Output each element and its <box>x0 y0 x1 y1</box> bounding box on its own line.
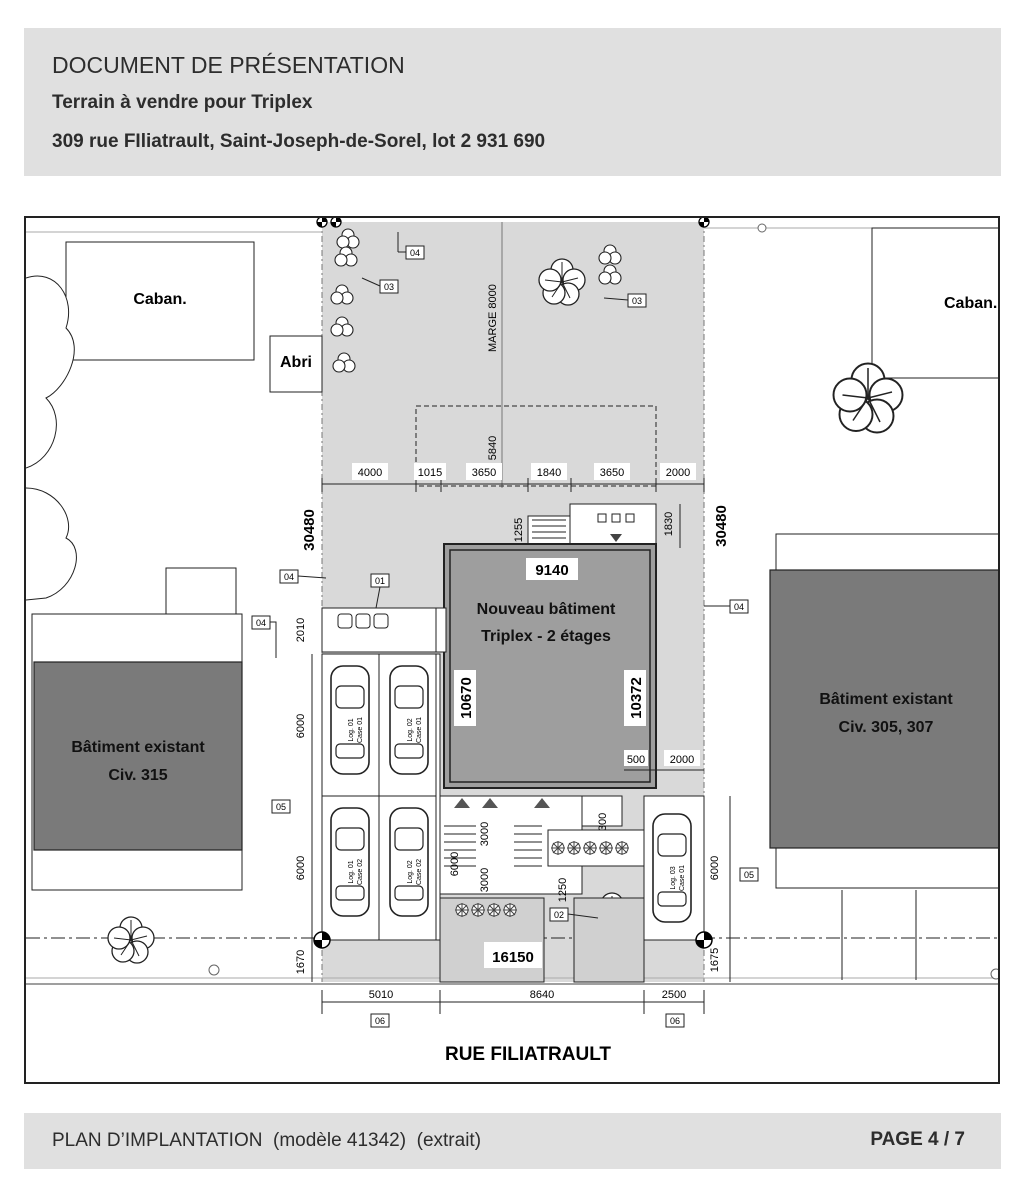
tag-04a: 04 <box>410 248 420 258</box>
dim-30480-left: 30480 <box>301 509 318 551</box>
property-address: 309 rue FIliatrault, Saint-Joseph-de-Sor… <box>52 131 546 152</box>
dim-2000-a: 2000 <box>666 467 690 479</box>
margin-label: MARGE 8000 <box>487 284 499 352</box>
abri-label: Abri <box>280 354 312 371</box>
dim-4000: 4000 <box>358 467 382 479</box>
footer-banner: PLAN D’IMPLANTATION (modèle 41342) (extr… <box>24 1113 1001 1169</box>
tag-04b: 04 <box>284 572 294 582</box>
bottom-dimensions: 5010 8640 2500 <box>321 989 705 1014</box>
car-label: Case 02 <box>357 859 364 885</box>
dim-10372: 10372 <box>628 677 645 719</box>
tag-02: 02 <box>554 910 564 920</box>
tag-05a: 05 <box>276 802 286 812</box>
rear-balcony: 1255 1830 <box>513 503 681 548</box>
reference-tags: 04 03 03 04 01 04 04 05 05 02 06 06 <box>251 245 759 1028</box>
car-label: Log. 02 <box>407 860 414 883</box>
site-plan: Caban. Abri Bâtiment existant Civ. 315 C… <box>24 216 1000 1084</box>
header-banner: DOCUMENT DE PRÉSENTATION Terrain à vendr… <box>24 28 1001 176</box>
document-subtitle: Terrain à vendre pour Triplex <box>52 92 313 113</box>
tag-06a: 06 <box>375 1016 385 1026</box>
car-label: Case 02 <box>416 859 423 885</box>
existing-building-right <box>769 569 998 849</box>
survey-marker-icon <box>698 218 710 228</box>
tag-leaders <box>270 232 730 919</box>
dim-2000-b: 2000 <box>670 754 694 766</box>
dim-2010: 2010 <box>295 618 307 642</box>
car-icon: Log. 01 Case 01 <box>330 665 370 775</box>
car-icon: Log. 01 Case 02 <box>330 807 370 917</box>
existing-building-left <box>33 661 243 851</box>
tag-03a: 03 <box>384 282 394 292</box>
caban-right-label: Caban. <box>944 295 997 312</box>
top-dimensions: 4000 1015 3650 1840 3650 2000 <box>321 463 705 492</box>
car-label: Case 01 <box>679 865 686 891</box>
dim-6000-right: 6000 <box>709 856 721 880</box>
neighbor-right: Caban. Bâtiment existant Civ. 305, 307 <box>757 223 998 980</box>
caban-left-label: Caban. <box>133 291 186 308</box>
neighbor-left: Caban. Abri Bâtiment existant Civ. 315 <box>26 241 323 976</box>
dim-1250: 1250 <box>557 878 569 902</box>
tag-06b: 06 <box>670 1016 680 1026</box>
tree-icon <box>107 916 155 964</box>
new-building: 9140 Nouveau bâtiment Triplex - 2 étages… <box>443 543 657 789</box>
tag-04d: 04 <box>734 602 744 612</box>
dim-3000-b: 3000 <box>479 868 491 892</box>
street-name: RUE FILIATRAULT <box>445 1044 611 1065</box>
plan-caption: PLAN D’IMPLANTATION (modèle 41342) (extr… <box>52 1130 482 1151</box>
tag-05b: 05 <box>744 870 754 880</box>
dim-2500: 2500 <box>662 989 686 1001</box>
new-building-line1: Nouveau bâtiment <box>477 601 616 618</box>
car-icon: Log. 02 Case 02 <box>389 807 429 917</box>
car-icon: Log. 02 Case 01 <box>389 665 429 775</box>
car-label: Case 01 <box>357 717 364 743</box>
dim-3000-a: 3000 <box>479 822 491 846</box>
dim-10670: 10670 <box>458 677 475 719</box>
new-building-line2: Triplex - 2 étages <box>481 628 611 645</box>
tag-01: 01 <box>375 576 385 586</box>
document-title: DOCUMENT DE PRÉSENTATION <box>52 52 405 78</box>
car-label: Log. 02 <box>407 718 414 741</box>
dim-6000-mid: 6000 <box>449 852 461 876</box>
dim-9140: 9140 <box>535 562 568 579</box>
waste-bins <box>321 607 447 653</box>
car-label: Case 01 <box>416 717 423 743</box>
dim-5010: 5010 <box>369 989 393 1001</box>
front-stairs: 6000 3000 3000 300 1250 16150 <box>439 795 645 983</box>
dim-3650-b: 3650 <box>600 467 624 479</box>
dim-300: 300 <box>597 813 609 831</box>
dim-6000-left-top: 6000 <box>295 714 307 738</box>
dim-3650-a: 3650 <box>472 467 496 479</box>
tag-03b: 03 <box>632 296 642 306</box>
dim-1840: 1840 <box>537 467 561 479</box>
existing-left-line2: Civ. 315 <box>108 767 167 784</box>
page-indicator: PAGE 4 / 7 <box>870 1129 965 1150</box>
dim-1255: 1255 <box>513 518 525 542</box>
dim-16150: 16150 <box>492 949 534 966</box>
dim-1675: 1675 <box>709 948 721 972</box>
tag-04c: 04 <box>256 618 266 628</box>
car-label: Log. 01 <box>348 718 355 741</box>
dim-1015: 1015 <box>418 467 442 479</box>
existing-right-line1: Bâtiment existant <box>819 691 953 708</box>
dim-1830: 1830 <box>663 512 675 536</box>
dim-6000-left-bottom: 6000 <box>295 856 307 880</box>
survey-marker-icon <box>330 218 342 228</box>
existing-left-line1: Bâtiment existant <box>71 739 205 756</box>
car-label: Log. 01 <box>348 860 355 883</box>
dim-5840: 5840 <box>487 436 499 460</box>
dim-500: 500 <box>627 754 645 766</box>
survey-marker-icon <box>313 931 331 949</box>
dim-30480-right: 30480 <box>713 505 730 547</box>
existing-right-line2: Civ. 305, 307 <box>839 719 934 736</box>
dim-8640: 8640 <box>530 989 554 1001</box>
survey-marker-icon <box>316 218 328 228</box>
car-icon: Log. 03 Case 01 <box>652 813 692 923</box>
dim-1670: 1670 <box>295 950 307 974</box>
survey-marker-icon <box>695 931 713 949</box>
car-label: Log. 03 <box>670 866 677 889</box>
